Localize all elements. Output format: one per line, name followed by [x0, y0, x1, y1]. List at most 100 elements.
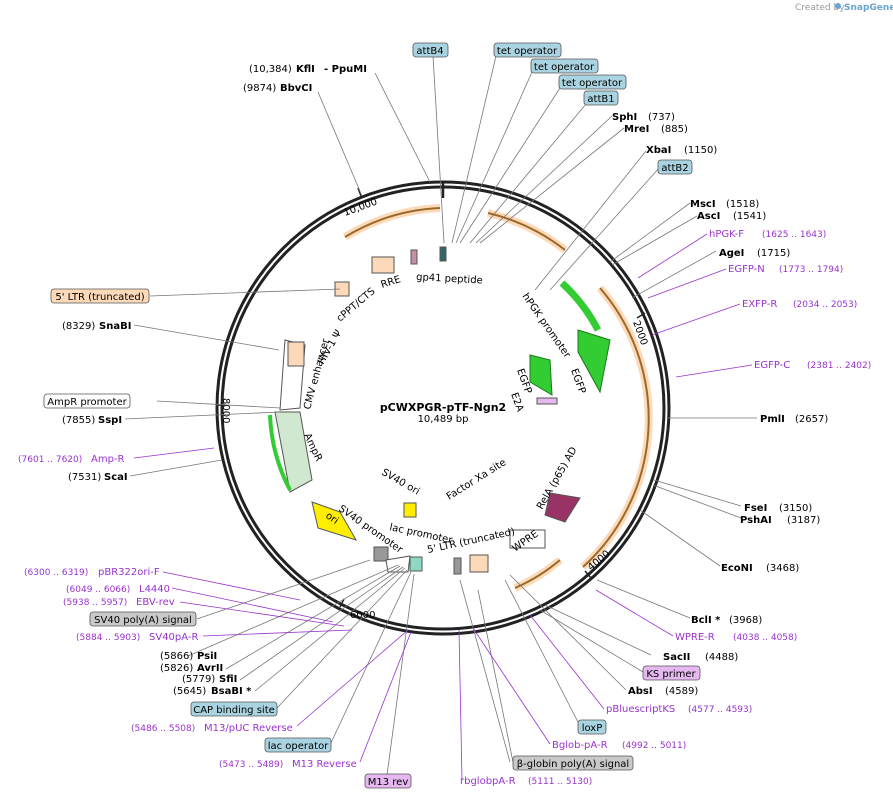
primer-sv40pa-r[interactable]: SV40pA-R: [149, 632, 198, 643]
enzyme-xbai[interactable]: XbaI: [646, 145, 671, 156]
primer-m13rev[interactable]: M13 Reverse: [292, 759, 357, 770]
primer-ebv-rev[interactable]: EBV-rev: [136, 597, 175, 608]
label-cap-binding-site[interactable]: CAP binding site: [193, 705, 275, 716]
egfp-inner-arrow: [529, 354, 553, 396]
enzyme-sfii-pos: (5779): [182, 674, 215, 685]
enzyme-xbai-pos: (1150): [684, 145, 717, 156]
enzyme-agei[interactable]: AgeI: [719, 248, 744, 259]
boxed-labels: attB4 tet operator tet operator tet oper…: [43, 42, 701, 789]
primer-sv40pa-r-pos: (5884 .. 5903): [76, 633, 140, 643]
label-attb2[interactable]: attB2: [661, 163, 688, 174]
enzyme-kfli[interactable]: KflI: [296, 64, 315, 75]
enzyme-absi[interactable]: AbsI: [628, 686, 653, 697]
primer-wpre-r-pos: (4038 .. 4058): [733, 633, 797, 643]
ampr-arrow: [274, 411, 313, 493]
gray-feature-box: [373, 546, 389, 562]
backbone-outer: [215, 180, 671, 636]
watermark-prefix: Created by: [795, 3, 845, 13]
primer-egfp-c-pos: (2381 .. 2402): [807, 361, 871, 371]
e2a-box: [536, 397, 558, 405]
enzyme-psii-pos: (5866): [160, 651, 193, 662]
enzyme-labels: (10,384) KflI - PpuMI (9874) BbvCI SphI …: [62, 64, 828, 697]
primer-bglob-pa-r[interactable]: Bglob-pA-R: [552, 740, 608, 751]
primer-rbglobpa-r[interactable]: rbglobpA-R: [460, 776, 516, 787]
enzyme-sacii-pos: (4488): [705, 652, 738, 663]
enzyme-fsei-pos: (3150): [779, 503, 812, 514]
primer-ebv-rev-pos: (5938 .. 5957): [63, 598, 127, 608]
label-5ltr-truncated[interactable]: 5' LTR (truncated): [55, 292, 144, 303]
enzyme-sspi[interactable]: SspI: [98, 415, 122, 426]
tick-6000: [339, 598, 345, 608]
plasmid-name: pCWXPGR-pTF-Ngn2: [380, 401, 506, 414]
primer-egfp-n-pos: (1773 .. 1794): [779, 265, 843, 275]
enzyme-sspi-pos: (7855): [62, 415, 95, 426]
enzyme-pshai[interactable]: PshAI: [740, 515, 772, 526]
enzyme-scai-pos: (7531): [68, 472, 101, 483]
ori-arrow: [311, 501, 358, 541]
enzyme-bcli[interactable]: BclI *: [691, 615, 721, 626]
enzyme-msci-pos: (1518): [726, 199, 759, 210]
enzyme-scai[interactable]: ScaI: [104, 472, 128, 483]
enzyme-psii[interactable]: PsiI: [197, 651, 217, 662]
label-loxp[interactable]: loxP: [582, 723, 603, 734]
label-tet-operator-1[interactable]: tet operator: [497, 46, 558, 57]
enzyme-asci[interactable]: AscI: [697, 211, 720, 222]
enzyme-sphi[interactable]: SphI: [612, 112, 637, 123]
label-lac-operator[interactable]: lac operator: [268, 741, 329, 752]
primer-amp-r-pos: (7601 .. 7620): [18, 455, 82, 465]
gp41-box: [410, 249, 418, 265]
primer-hpgk-f[interactable]: hPGK-F: [709, 229, 744, 240]
enzyme-absi-pos: (4589): [665, 686, 698, 697]
label-beta-globin-polya[interactable]: β-globin poly(A) signal: [517, 759, 629, 770]
primer-wpre-r[interactable]: WPRE-R: [675, 632, 715, 643]
label-ks-primer[interactable]: KS primer: [646, 669, 696, 680]
enzyme-bbvci[interactable]: BbvCI: [280, 83, 312, 94]
enzyme-ppumi[interactable]: - PpuMI: [324, 64, 367, 75]
primer-leader-lines: [133, 233, 753, 781]
enzyme-mrei[interactable]: MreI: [624, 124, 649, 135]
enzyme-pmli-pos: (2657): [795, 414, 828, 425]
primer-l4440[interactable]: L4440: [139, 584, 170, 595]
primer-pbr322ori-f[interactable]: pBR322ori-F: [98, 567, 160, 578]
primer-hpgk-f-pos: (1625 .. 1643): [762, 230, 826, 240]
wpre-box: [509, 529, 546, 549]
ampr-promoter-arc: [268, 414, 292, 491]
primer-egfp-c[interactable]: EGFP-C: [754, 360, 790, 371]
label-tet-operator-2[interactable]: tet operator: [534, 62, 595, 73]
primer-egfp-n[interactable]: EGFP-N: [728, 264, 765, 275]
sv40-ori-box: [403, 502, 417, 518]
enzyme-snabi[interactable]: SnaBI: [99, 321, 131, 332]
label-sv40-polya[interactable]: SV40 poly(A) signal: [94, 615, 192, 626]
primer-m13puc[interactable]: M13/pUC Reverse: [204, 723, 293, 734]
primer-amp-r[interactable]: Amp-R: [91, 454, 125, 465]
label-attb1[interactable]: attB1: [587, 94, 614, 105]
enzyme-econi[interactable]: EcoNI: [721, 563, 753, 574]
arc-feature-2-line: [487, 212, 566, 251]
primer-m13puc-pos: (5486 .. 5508): [131, 724, 195, 734]
label-tet-operator-3[interactable]: tet operator: [562, 78, 623, 89]
label-m13-rev[interactable]: M13 rev: [368, 777, 409, 788]
arc-feature-1-line: [344, 207, 441, 238]
enzyme-sacii[interactable]: SacII: [663, 652, 690, 663]
inner-rre: RRE: [380, 274, 403, 291]
watermark-brand: SnapGene: [844, 3, 893, 13]
enzyme-fsei[interactable]: FseI: [744, 503, 767, 514]
primer-pbluescriptks[interactable]: pBluescriptKS: [606, 704, 675, 715]
primer-l4440-pos: (6049 .. 6066): [66, 585, 130, 595]
enzyme-avrii-pos: (5826): [160, 663, 193, 674]
enzyme-bsabi[interactable]: BsaBI *: [211, 686, 252, 697]
lac-operator-box: [409, 556, 423, 572]
enzyme-pmli[interactable]: PmlI: [760, 414, 785, 425]
enzyme-sfii[interactable]: SfiI: [219, 674, 237, 685]
enzyme-msci[interactable]: MscI: [690, 199, 716, 210]
enzyme-avrii[interactable]: AvrII: [197, 663, 223, 674]
plasmid-size: 10,489 bp: [418, 414, 469, 425]
label-attb4[interactable]: attB4: [416, 46, 443, 57]
primer-labels: hPGK-F (1625 .. 1643) EGFP-N (1773 .. 17…: [18, 229, 871, 787]
enzyme-snabi-pos: (8329): [62, 321, 95, 332]
primer-exfp-r[interactable]: EXFP-R: [742, 299, 777, 310]
ltr-inner-box: [469, 554, 489, 573]
tick-label-10000: 10,000: [342, 197, 379, 219]
label-ampr-promoter[interactable]: AmpR promoter: [47, 397, 127, 408]
